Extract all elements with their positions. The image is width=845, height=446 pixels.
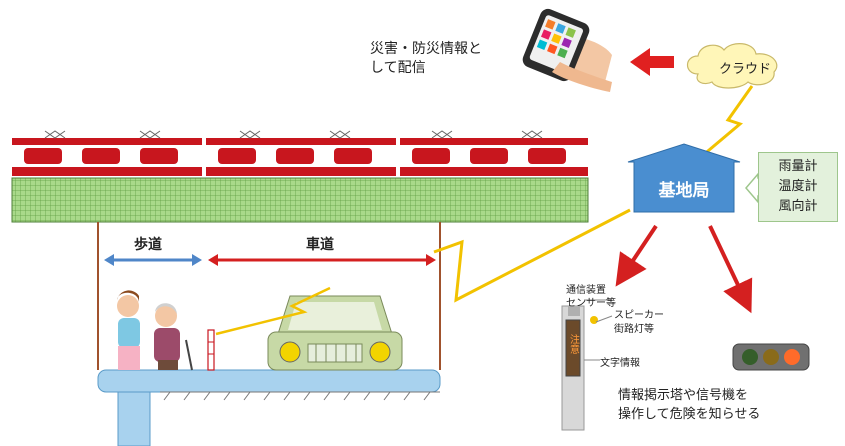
train-car-2 [206,130,396,176]
base-to-bridge-signal [433,208,631,303]
info-tower-icon [561,305,598,431]
roadside-sensor-pole [207,329,215,371]
sensor-box: 雨量計 温度計 風向計 [758,152,838,222]
cloud-label: クラウド [718,62,771,77]
base-station-icon [627,143,741,213]
comm-device-label-line2: センサー等 [566,298,616,309]
elevated-track [11,177,589,223]
train [12,130,588,176]
bridge-pillar [117,391,151,446]
action-label-line1: 情報掲示塔や信号機を [618,388,749,403]
bridge-frame [97,222,441,370]
car-icon [267,295,403,371]
action-label-line2: 操作して危険を知らせる [618,407,761,422]
base-to-tower-arrow [615,224,658,287]
road-surface [97,369,441,393]
speaker-label-line2: 街路灯等 [614,324,654,335]
roadway-arrow [208,254,436,266]
comm-device-label-line1: 通信装置 [566,285,606,296]
sidewalk-arrow [104,254,202,266]
pole-to-car-signal [215,286,331,336]
train-car-1 [12,130,202,176]
ground-hatch [160,391,440,401]
disaster-info-label-line2: して配信 [370,60,426,76]
cloud-to-phone-arrow [630,48,674,76]
roadway-label: 車道 [306,237,334,253]
sidewalk-label: 歩道 [134,237,162,253]
disaster-info-label-line1: 災害・防災情報と [370,41,482,57]
tower-board-text: 注意 [568,333,580,354]
traffic-light-icon [732,343,810,371]
text-info-label: 文字情報 [600,358,640,369]
pedestrians-icon [117,290,193,371]
speaker-label-line1: スピーカー [614,310,664,321]
smartphone-hand-icon [522,8,612,92]
sensor-rain-gauge: 雨量計 [778,159,818,174]
sensor-wind-vane: 風向計 [778,199,818,214]
cloud-to-base-signal [701,85,754,158]
train-car-3 [400,130,588,176]
base-station-label: 基地局 [658,181,710,201]
cloud-icon [686,43,778,89]
base-to-signal-arrow [708,225,753,314]
sensor-thermometer: 温度計 [778,179,818,194]
